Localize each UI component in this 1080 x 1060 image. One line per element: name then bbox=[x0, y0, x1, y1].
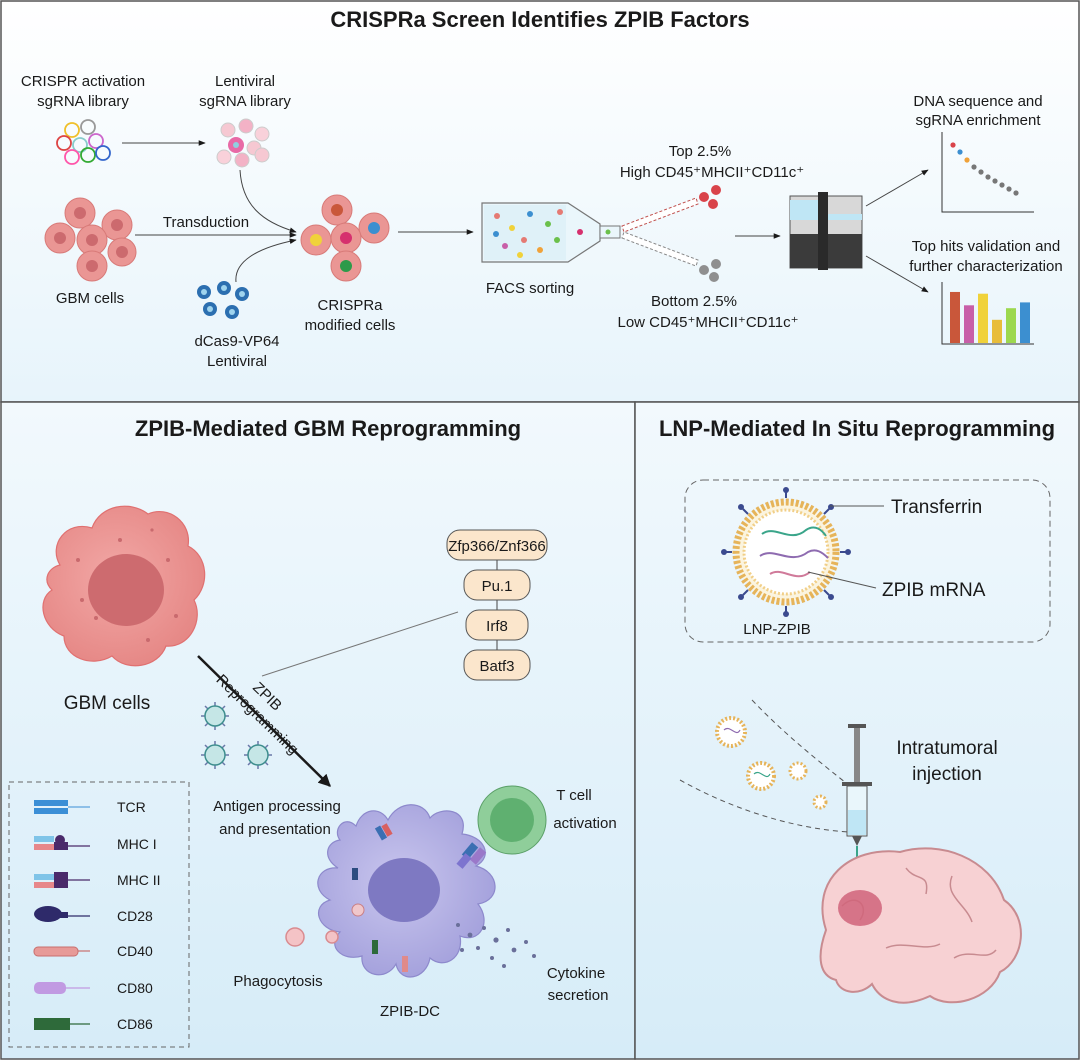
facs-sorter-icon bbox=[481, 202, 621, 263]
crispra-label-1: CRISPRa bbox=[317, 297, 383, 314]
sort-stream-top bbox=[621, 185, 721, 233]
factor-stack: Zfp366/Znf366 Pu.1 Irf8 Batf3 bbox=[446, 529, 548, 681]
reprogramming-arrow bbox=[197, 655, 331, 787]
validation-bar bbox=[1006, 308, 1016, 343]
lentiviral-library-label-2: sgRNA library bbox=[199, 93, 291, 110]
gbm-cell bbox=[42, 505, 206, 667]
arrow-dcas9 bbox=[235, 238, 297, 283]
legend-cd40: CD40 bbox=[117, 943, 153, 959]
cytokine-dots bbox=[456, 923, 536, 968]
panel-top-title: CRISPRa Screen Identifies ZPIB Factors bbox=[330, 7, 749, 32]
legend-mhc1: MHC I bbox=[117, 836, 157, 852]
validation-bar bbox=[964, 305, 974, 343]
transduction-label: Transduction bbox=[163, 214, 249, 231]
virus-particles-icon bbox=[201, 702, 272, 769]
validation-label-2: further characterization bbox=[909, 258, 1062, 275]
gbm-cells-label: GBM cells bbox=[56, 290, 124, 307]
panel-left-title: ZPIB-Mediated GBM Reprogramming bbox=[135, 416, 521, 441]
lentiviral-library-label-1: Lentiviral bbox=[215, 73, 275, 90]
brain-icon bbox=[819, 847, 1022, 1004]
factor-box-zfp366 bbox=[446, 529, 548, 561]
tcell-label-1: T cell bbox=[556, 787, 592, 804]
receptor-legend-box bbox=[8, 781, 190, 1048]
legend-mhc2: MHC II bbox=[117, 872, 161, 888]
zpib-mrna-label: ZPIB mRNA bbox=[882, 580, 986, 601]
legend-cd28: CD28 bbox=[117, 908, 153, 924]
lnp-particle bbox=[721, 487, 851, 617]
crispra-cells-cluster bbox=[300, 194, 390, 282]
factor-zfp366: Zfp366/Znf366 bbox=[448, 538, 546, 555]
phagocytosis-label: Phagocytosis bbox=[233, 973, 322, 990]
bottom-gate-label-2: Low CD45⁺MHCII⁺CD11c⁺ bbox=[617, 314, 798, 331]
sort-stream-bottom bbox=[621, 231, 721, 282]
enrichment-plot-icon bbox=[941, 132, 1034, 213]
facs-label: FACS sorting bbox=[486, 280, 574, 297]
factor-batf3: Batf3 bbox=[479, 658, 514, 675]
validation-bar-icon bbox=[941, 282, 1034, 345]
zpib-dc-label: ZPIB-DC bbox=[380, 1003, 440, 1020]
legend-cd86: CD86 bbox=[117, 1016, 153, 1032]
factor-irf8: Irf8 bbox=[486, 618, 508, 635]
mrna-leader bbox=[807, 571, 877, 589]
bottom-gate-label-1: Bottom 2.5% bbox=[651, 293, 737, 310]
legend-icons bbox=[33, 800, 90, 1030]
lnp-detail-box bbox=[684, 479, 1051, 643]
antigen-label-2: and presentation bbox=[219, 821, 331, 838]
factor-box-pu1 bbox=[463, 569, 531, 601]
zoom-line-2 bbox=[679, 779, 849, 833]
transferrin-label: Transferrin bbox=[891, 497, 982, 518]
validation-bar bbox=[978, 293, 988, 343]
legend-cd80: CD80 bbox=[117, 980, 153, 996]
tcell-label-2: activation bbox=[553, 815, 616, 832]
factor-box-batf3 bbox=[463, 649, 531, 681]
validation-bar bbox=[950, 291, 960, 343]
dcas9-label-1: dCas9-VP64 bbox=[194, 333, 279, 350]
zoom-line-1 bbox=[751, 699, 866, 799]
validation-bar bbox=[992, 319, 1002, 343]
crispr-library-label-1: CRISPR activation bbox=[21, 73, 145, 90]
injection-label-1: Intratumoral bbox=[896, 738, 997, 759]
syringe-icon bbox=[842, 724, 872, 862]
gbm-cell-label: GBM cells bbox=[64, 693, 151, 714]
panel-top bbox=[0, 0, 1080, 403]
lnp-label: LNP-ZPIB bbox=[743, 621, 811, 638]
factor-connector bbox=[261, 611, 459, 677]
legend-tcr: TCR bbox=[117, 799, 146, 815]
top-gate-label-1: Top 2.5% bbox=[669, 143, 732, 160]
dc-receptors bbox=[351, 823, 408, 972]
panel-right-title: LNP-Mediated In Situ Reprogramming bbox=[659, 416, 1055, 441]
t-cell bbox=[456, 785, 547, 869]
arrow-to-enrichment bbox=[865, 169, 929, 207]
cytokine-label-1: Cytokine bbox=[547, 965, 605, 982]
antigen-label-1: Antigen processing bbox=[213, 798, 341, 815]
injection-label-2: injection bbox=[912, 764, 982, 785]
phagocytosis-particles bbox=[285, 927, 339, 947]
dna-seq-label-1: DNA sequence and bbox=[913, 93, 1042, 110]
gbm-cells-cluster bbox=[44, 197, 137, 282]
dna-seq-label-2: sgRNA enrichment bbox=[915, 112, 1041, 129]
crispr-library-label-2: sgRNA library bbox=[37, 93, 129, 110]
sequencer-icon bbox=[789, 192, 863, 270]
top-gate-label-2: High CD45⁺MHCII⁺CD11c⁺ bbox=[620, 164, 804, 181]
plasmid-library-icon bbox=[56, 119, 111, 165]
panel-left bbox=[0, 401, 636, 1060]
factor-box-irf8 bbox=[465, 609, 529, 641]
validation-label-1: Top hits validation and bbox=[912, 238, 1060, 255]
validation-bar bbox=[1020, 302, 1030, 343]
arrow-to-validation bbox=[865, 255, 929, 293]
factor-pu1: Pu.1 bbox=[482, 578, 513, 595]
small-lnps bbox=[715, 716, 828, 810]
dcas9-lentiviral-icon bbox=[197, 281, 249, 319]
dcas9-label-2: Lentiviral bbox=[207, 353, 267, 370]
zpib-dc-cell bbox=[317, 804, 496, 978]
cytokine-label-2: secretion bbox=[548, 987, 609, 1004]
arrow-lentiviral bbox=[239, 169, 297, 233]
crispra-label-2: modified cells bbox=[305, 317, 396, 334]
lentiviral-particles-icon bbox=[216, 118, 270, 168]
